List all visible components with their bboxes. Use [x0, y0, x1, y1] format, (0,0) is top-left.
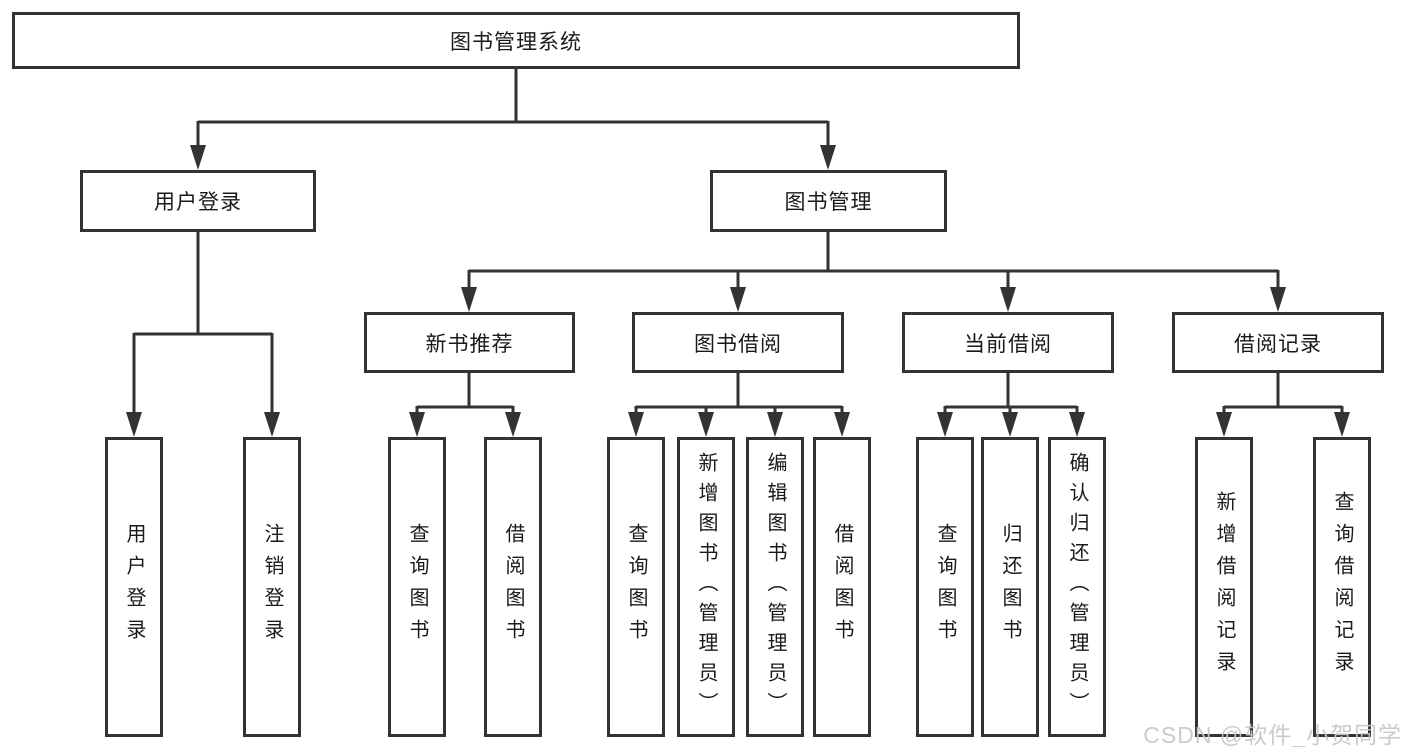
node-leaf-user-login: 用户登录 [105, 437, 163, 737]
node-root-system: 图书管理系统 [12, 12, 1020, 69]
node-book-management-label: 图书管理 [784, 191, 873, 214]
node-user-login: 用户登录 [80, 170, 316, 232]
node-current-borrowing-label: 当前借阅 [964, 332, 1052, 356]
node-leaf-br-query-record: 查询借阅记录 [1313, 437, 1371, 737]
csdn-watermark: CSDN @软件_小贺同学 [1143, 722, 1402, 747]
node-leaf-logout-label: 注销登录 [261, 523, 283, 651]
node-leaf-bb-borrow-books-label: 借阅图书 [831, 523, 853, 651]
node-leaf-cb-confirm-return: 确认归还（管理员） [1048, 437, 1106, 737]
node-leaf-bb-query-books-label: 查询图书 [625, 523, 647, 651]
node-book-management: 图书管理 [710, 170, 947, 232]
node-new-book-recommend-label: 新书推荐 [425, 332, 514, 356]
node-user-login-label: 用户登录 [154, 191, 242, 214]
node-leaf-br-add-record: 新增借阅记录 [1195, 437, 1253, 737]
connector-current-borrowing-to-leaves [937, 373, 1085, 437]
node-leaf-bb-edit-books: 编辑图书（管理员） [746, 437, 804, 737]
node-root-system-label: 图书管理系统 [450, 30, 582, 54]
node-leaf-cb-query-books: 查询图书 [916, 437, 974, 737]
connector-user-login-to-leaves [126, 232, 280, 437]
node-leaf-cb-return-books: 归还图书 [981, 437, 1039, 737]
node-leaf-bb-add-books: 新增图书（管理员） [677, 437, 735, 737]
connector-root-to-level2 [190, 69, 836, 170]
node-leaf-bb-query-books: 查询图书 [607, 437, 665, 737]
node-leaf-user-login-label: 用户登录 [123, 523, 145, 651]
node-leaf-bb-add-books-label: 新增图书（管理员） [695, 452, 717, 722]
node-leaf-nb-query-books-label: 查询图书 [406, 523, 428, 651]
node-leaf-logout: 注销登录 [243, 437, 301, 737]
node-book-borrowing: 图书借阅 [632, 312, 844, 373]
node-leaf-br-add-record-label: 新增借阅记录 [1213, 491, 1235, 683]
connector-borrow-records-to-leaves [1216, 373, 1350, 437]
connector-new-book-recommend-to-leaves [409, 373, 521, 437]
node-leaf-cb-query-books-label: 查询图书 [934, 523, 956, 651]
node-leaf-br-query-record-label: 查询借阅记录 [1331, 491, 1353, 683]
node-borrow-records-label: 借阅记录 [1234, 332, 1322, 356]
connector-book-management-to-level3 [461, 232, 1286, 312]
node-leaf-nb-borrow-books-label: 借阅图书 [502, 523, 524, 651]
node-leaf-bb-borrow-books: 借阅图书 [813, 437, 871, 737]
node-new-book-recommend: 新书推荐 [364, 312, 575, 373]
node-leaf-bb-edit-books-label: 编辑图书（管理员） [764, 452, 786, 722]
node-book-borrowing-label: 图书借阅 [694, 332, 782, 356]
node-leaf-cb-return-books-label: 归还图书 [999, 523, 1021, 651]
node-leaf-nb-borrow-books: 借阅图书 [484, 437, 542, 737]
node-borrow-records: 借阅记录 [1172, 312, 1384, 373]
connector-book-borrowing-to-leaves [628, 373, 850, 437]
node-leaf-nb-query-books: 查询图书 [388, 437, 446, 737]
node-leaf-cb-confirm-return-label: 确认归还（管理员） [1066, 452, 1088, 722]
node-current-borrowing: 当前借阅 [902, 312, 1114, 373]
